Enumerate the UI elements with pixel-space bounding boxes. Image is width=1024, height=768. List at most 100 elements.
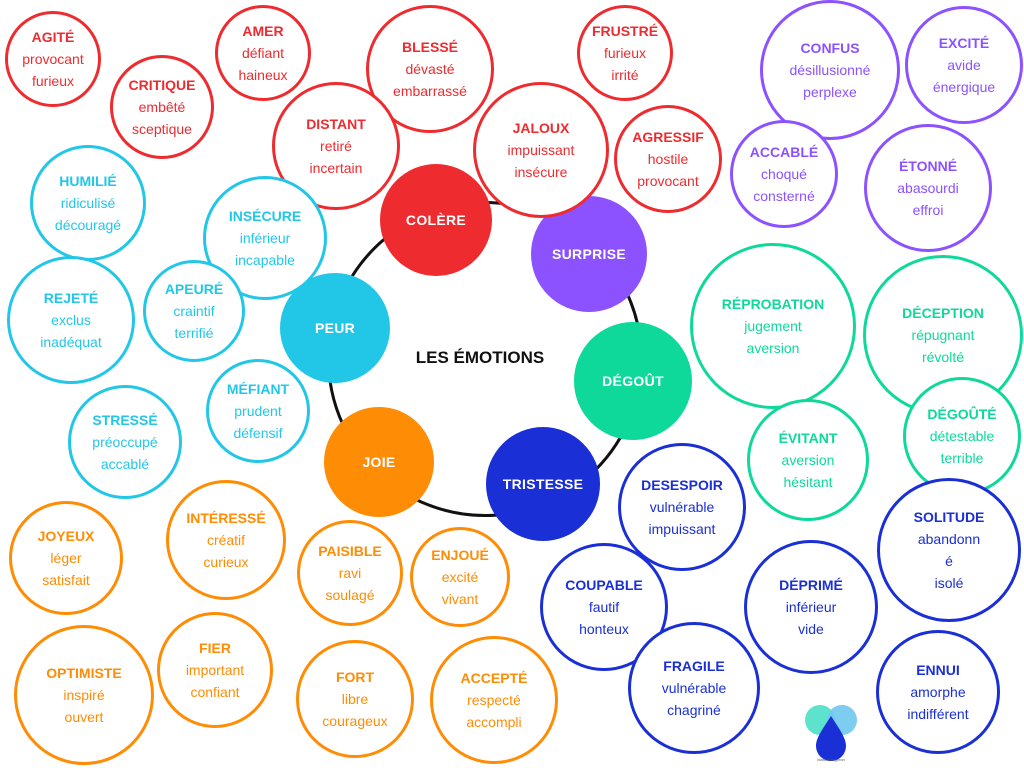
emotion-bubble-word: courageux: [322, 713, 388, 729]
diagram-title: LES ÉMOTIONS: [415, 348, 545, 367]
logo-caption: Marie Bergeron: [817, 757, 845, 762]
emotion-bubble-title: AGRESSIF: [632, 129, 704, 145]
emotion-bubble-word: provocant: [22, 51, 84, 67]
emotion-bubble-word: confiant: [190, 684, 240, 700]
emotion-bubble-title: DISTANT: [306, 116, 366, 132]
emotion-bubble-word: fautif: [588, 599, 620, 615]
emotion-bubble-word: inférieur: [785, 599, 837, 615]
emotion-bubble-title: DÉCEPTION: [902, 305, 984, 321]
emotion-bubble-word: révolté: [921, 349, 965, 365]
emotion-bubble-word: terrible: [940, 450, 984, 466]
emotion-bubble-title: CONFUS: [800, 40, 860, 56]
emotion-bubble-word: dévasté: [405, 61, 455, 77]
emotion-bubble-word: furieux: [31, 73, 75, 89]
emotion-bubble: CRITIQUE embêté sceptique: [110, 55, 214, 159]
emotion-bubble-word: abandonn: [917, 531, 981, 547]
emotion-bubble-word: incapable: [235, 252, 295, 268]
emotion-bubble-word: vulnérable: [649, 499, 715, 515]
emotion-bubble-word: embêté: [138, 99, 186, 115]
emotion-bubble: ACCABLÉ choqué consterné: [730, 120, 838, 228]
emotion-bubble-word: inspiré: [63, 687, 105, 703]
emotion-bubble-word: énergique: [932, 79, 996, 95]
emotion-bubble-title: ENJOUÉ: [431, 547, 489, 563]
emotion-bubble-word: consterné: [753, 188, 815, 204]
emotion-bubble-title: BLESSÉ: [401, 39, 458, 55]
core-emotion-colere: COLÈRE: [380, 164, 492, 276]
emotion-bubble-title: EXCITÉ: [938, 35, 990, 51]
emotion-bubble-title: STRESSÉ: [92, 412, 158, 428]
emotion-bubble: FORT libre courageux: [296, 640, 414, 758]
emotion-bubble-word: ridiculisé: [60, 195, 116, 211]
emotion-bubble-word: libre: [341, 691, 369, 707]
emotion-bubble-word: é: [945, 553, 953, 569]
emotion-bubble-word: hostile: [647, 151, 689, 167]
emotion-bubble-word: choqué: [761, 166, 807, 182]
emotion-bubble-title: COUPABLE: [565, 577, 643, 593]
emotion-bubble-word: accompli: [466, 714, 522, 730]
core-emotion-peur: PEUR: [280, 273, 390, 383]
emotion-bubble-word: sceptique: [132, 121, 192, 137]
heart-drop-icon: [805, 705, 857, 761]
emotion-bubble-word: furieux: [603, 45, 647, 61]
emotion-bubble-word: avide: [947, 57, 981, 73]
emotion-bubble-word: embarrassé: [393, 83, 467, 99]
emotion-bubble-word: perplexe: [803, 84, 857, 100]
emotion-bubble-word: abasourdi: [897, 180, 959, 196]
emotion-bubble-title: ENNUI: [916, 662, 960, 678]
emotion-bubble-word: ravi: [338, 565, 362, 581]
emotion-bubble-title: REJETÉ: [43, 290, 99, 306]
emotion-bubble-title: ACCABLÉ: [749, 144, 819, 160]
emotion-bubble-title: RÉPROBATION: [721, 296, 825, 312]
emotion-bubble-title: DESESPOIR: [641, 477, 723, 493]
emotion-bubble-title: JOYEUX: [37, 528, 95, 544]
emotion-bubble-word: créatif: [206, 532, 246, 548]
emotion-bubble-word: vulnérable: [661, 680, 727, 696]
emotion-bubble-title: SOLITUDE: [913, 509, 985, 525]
emotion-bubble-word: répugnant: [911, 327, 975, 343]
emotion-bubble-title: DÉGOÛTÉ: [927, 406, 997, 422]
emotion-bubble-word: soulagé: [325, 587, 375, 603]
emotion-bubble: EXCITÉ avide énergique: [905, 6, 1023, 124]
core-emotion-degout: DÉGOÛT: [574, 322, 692, 440]
emotion-bubble-word: impuissant: [648, 521, 716, 537]
emotion-bubble-word: inadéquat: [40, 334, 102, 350]
emotion-bubble-title: APEURÉ: [164, 281, 224, 297]
emotion-bubble-word: terrifié: [174, 325, 214, 341]
emotion-bubble-word: défiant: [241, 45, 285, 61]
core-emotion-tristesse: TRISTESSE: [486, 427, 600, 541]
emotion-bubble-title: CRITIQUE: [128, 77, 196, 93]
emotion-bubble: DESESPOIR vulnérable impuissant: [618, 443, 746, 571]
emotion-bubble-title: JALOUX: [512, 120, 570, 136]
emotion-bubble-title: INTÉRESSÉ: [186, 510, 266, 526]
emotion-bubble-word: incertain: [309, 160, 363, 176]
emotion-bubble-word: préoccupé: [92, 434, 158, 450]
emotion-bubble-word: haineux: [238, 67, 288, 83]
emotion-bubble-word: désillusionné: [789, 62, 871, 78]
emotion-bubble-word: retiré: [320, 138, 352, 154]
emotion-bubble-word: aversion: [746, 340, 800, 356]
emotion-bubble-word: détestable: [929, 428, 995, 444]
core-emotion-surprise: SURPRISE: [531, 196, 647, 312]
emotion-bubble-word: satisfait: [42, 572, 90, 588]
emotion-bubble-title: ÉVITANT: [778, 430, 838, 446]
emotion-bubble-title: FORT: [335, 669, 375, 685]
